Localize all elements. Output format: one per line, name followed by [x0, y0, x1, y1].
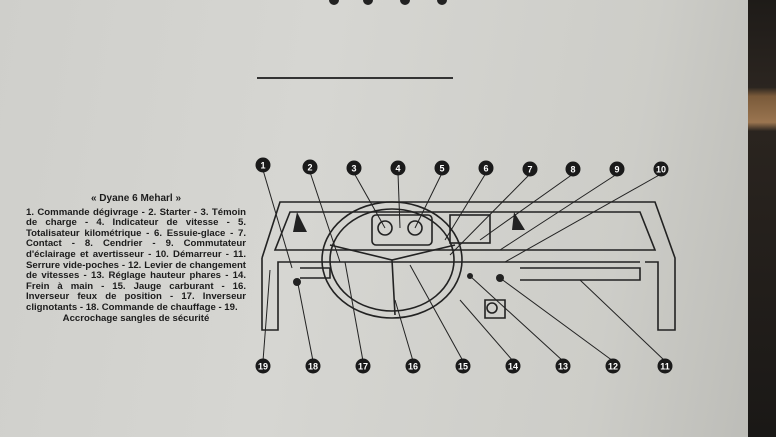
callout-17: 17: [355, 358, 371, 374]
callout-19: 19: [255, 358, 271, 374]
callout-13: 13: [555, 358, 571, 374]
dashboard-diagram: 1 2 3 4 5 6 7 8 9 10 19 18 17 16 15 14 1…: [255, 0, 676, 374]
callout-16: 16: [405, 358, 421, 374]
top-page-dots: [329, 0, 447, 5]
svg-text:16: 16: [408, 362, 418, 372]
caption-body: 1. Commande dégivrage - 2. Starter - 3. …: [26, 206, 246, 313]
page-edge-background: [748, 0, 776, 437]
svg-text:13: 13: [558, 362, 568, 372]
svg-text:6: 6: [483, 164, 488, 174]
svg-text:4: 4: [395, 164, 400, 174]
svg-text:2: 2: [307, 163, 312, 173]
svg-text:11: 11: [660, 362, 670, 372]
callout-9: 9: [609, 161, 625, 177]
callout-4: 4: [390, 160, 406, 176]
svg-text:19: 19: [258, 362, 268, 372]
callouts-bottom: 19 18 17 16 15 14 13 12 11: [255, 358, 673, 374]
callouts-top: 1 2 3 4 5 6 7 8 9 10: [255, 157, 669, 177]
callout-3: 3: [346, 160, 362, 176]
svg-text:15: 15: [458, 362, 468, 372]
callout-10: 10: [653, 161, 669, 177]
callout-15: 15: [455, 358, 471, 374]
leader-lines: [262, 169, 666, 362]
svg-text:1: 1: [260, 161, 265, 171]
callout-1: 1: [255, 157, 271, 173]
figure-caption: « Dyane 6 Meharl » 1. Commande dégivrage…: [26, 193, 246, 324]
svg-text:8: 8: [570, 165, 575, 175]
svg-text:3: 3: [351, 164, 356, 174]
svg-text:7: 7: [527, 165, 532, 175]
svg-text:14: 14: [508, 362, 518, 372]
svg-text:17: 17: [358, 362, 368, 372]
callout-14: 14: [505, 358, 521, 374]
caption-title: « Dyane 6 Meharl »: [90, 193, 182, 204]
callout-7: 7: [522, 161, 538, 177]
caption-last-line: Accrochage sangles de sécurité: [62, 312, 210, 324]
dashboard-outline: [261, 201, 676, 331]
callout-2: 2: [302, 159, 318, 175]
callout-11: 11: [657, 358, 673, 374]
svg-text:18: 18: [308, 362, 318, 372]
callout-18: 18: [305, 358, 321, 374]
callout-6: 6: [478, 160, 494, 176]
callout-12: 12: [605, 358, 621, 374]
svg-text:5: 5: [439, 164, 444, 174]
svg-text:10: 10: [656, 165, 666, 175]
document-page: « Dyane 6 Meharl » 1. Commande dégivrage…: [0, 0, 748, 437]
svg-text:9: 9: [614, 165, 619, 175]
svg-text:12: 12: [608, 362, 618, 372]
callout-8: 8: [565, 161, 581, 177]
callout-5: 5: [434, 160, 450, 176]
horizontal-rule: [257, 77, 453, 79]
